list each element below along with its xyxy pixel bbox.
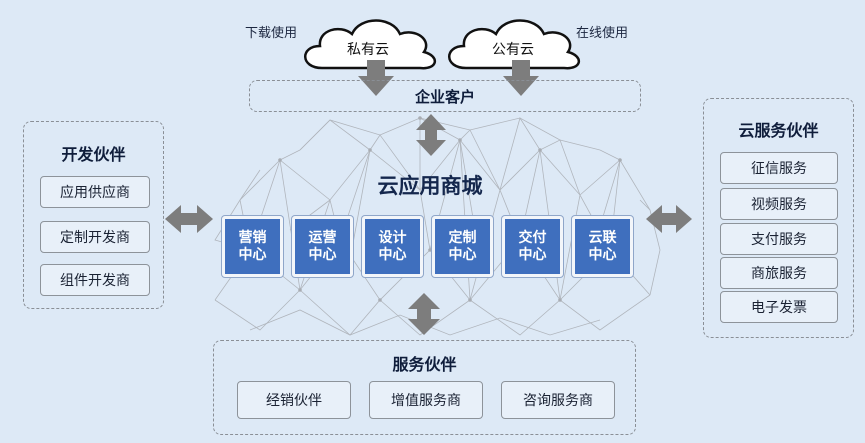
module-operations-center: 运营 中心	[292, 216, 353, 277]
arrow-dev-store-icon	[165, 205, 213, 233]
module-line2: 中心	[518, 246, 547, 263]
arrow-store-cloudservice-icon	[646, 205, 692, 233]
public-cloud-label: 公有云	[492, 42, 534, 58]
module-line2: 中心	[308, 246, 337, 263]
dev-partner-item: 应用供应商	[40, 176, 150, 208]
module-line1: 营销	[238, 229, 267, 246]
dev-partners-title: 开发伙伴	[61, 145, 126, 164]
cloud-service-partners-title: 云服务伙伴	[738, 121, 819, 140]
module-line2: 中心	[238, 246, 267, 263]
service-partner-item: 咨询服务商	[501, 381, 615, 419]
dev-partner-item: 组件开发商	[40, 264, 150, 296]
download-use-label: 下载使用	[245, 26, 298, 41]
dev-partners-box	[23, 121, 164, 309]
online-use-label: 在线使用	[576, 26, 629, 41]
cloud-service-item: 电子发票	[720, 291, 838, 323]
module-design-center: 设计 中心	[362, 216, 423, 277]
service-partners-title: 服务伙伴	[392, 355, 457, 374]
cloud-service-item: 征信服务	[720, 152, 838, 184]
enterprise-customer-box	[249, 80, 641, 112]
dev-partner-item: 定制开发商	[40, 221, 150, 253]
cloud-service-partners-box	[703, 98, 854, 338]
private-cloud-shape	[304, 19, 436, 70]
cloud-service-item: 支付服务	[720, 223, 838, 255]
arrow-store-service-icon	[408, 293, 440, 335]
module-line1: 云联	[588, 229, 617, 246]
service-partner-item: 增值服务商	[369, 381, 483, 419]
module-customization-center: 定制 中心	[432, 216, 493, 277]
arrow-public-down-icon	[503, 60, 539, 96]
arrow-customer-store-icon	[416, 114, 446, 156]
module-line1: 运营	[308, 229, 337, 246]
arrow-private-down-icon	[358, 60, 394, 96]
module-line2: 中心	[378, 246, 407, 263]
module-line1: 交付	[518, 229, 547, 246]
cloud-service-item: 视频服务	[720, 188, 838, 220]
module-line2: 中心	[448, 246, 477, 263]
module-marketing-center: 营销 中心	[222, 216, 283, 277]
module-cloudlink-center: 云联 中心	[572, 216, 633, 277]
service-partner-item: 经销伙伴	[237, 381, 351, 419]
service-partners-box	[213, 340, 636, 435]
module-line1: 设计	[378, 229, 407, 246]
module-line1: 定制	[448, 229, 477, 246]
cloud-app-store-title: 云应用商城	[377, 174, 483, 198]
module-line2: 中心	[588, 246, 617, 263]
private-cloud-label: 私有云	[347, 42, 389, 58]
public-cloud-shape	[448, 19, 580, 70]
module-delivery-center: 交付 中心	[502, 216, 563, 277]
enterprise-customer-label: 企业客户	[414, 88, 475, 106]
cloud-service-item: 商旅服务	[720, 257, 838, 289]
